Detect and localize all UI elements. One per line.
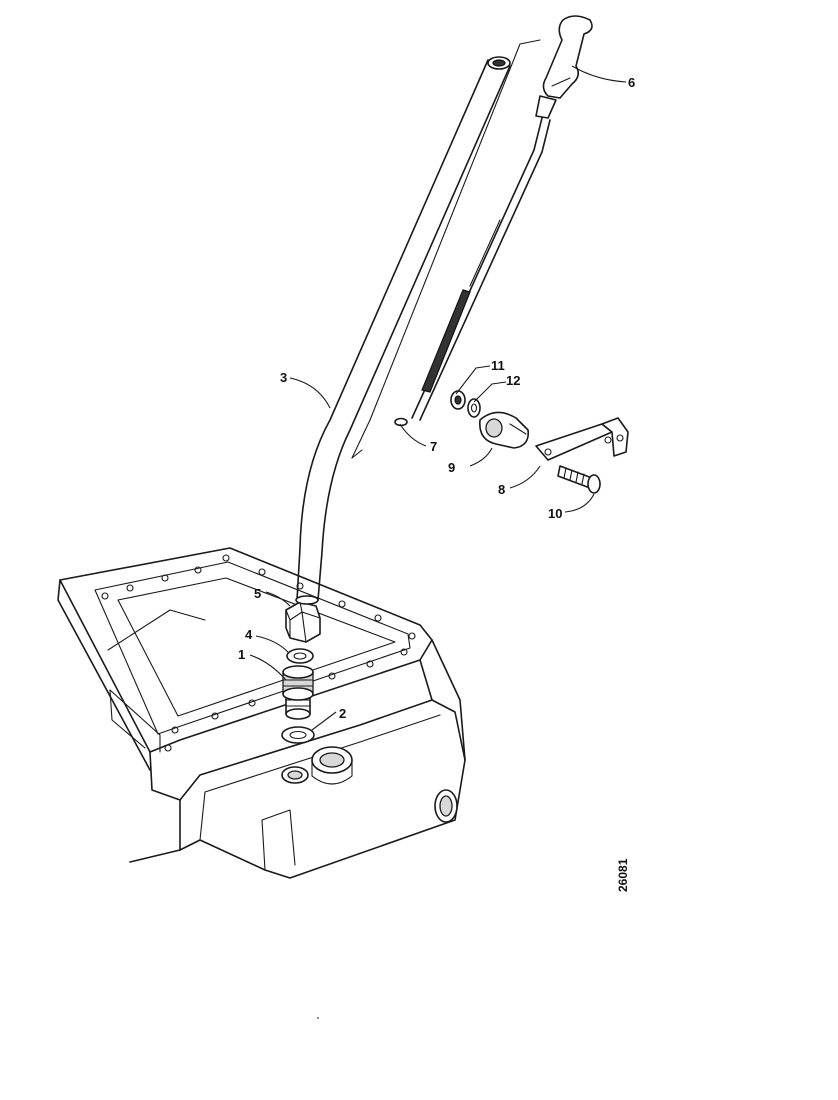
callout-2: 2 [339, 706, 346, 721]
callout-12: 12 [506, 373, 520, 388]
clamp-bracket-group [450, 390, 629, 494]
callout-3: 3 [280, 370, 287, 385]
callout-6: 6 [628, 75, 635, 90]
pipe-clamp-9 [479, 411, 530, 449]
callout-7: 7 [430, 439, 437, 454]
oil-sump-housing [57, 547, 466, 879]
callout-5: 5 [254, 586, 261, 601]
mounting-bracket-8 [535, 417, 629, 461]
dipstick-guide-tube [295, 56, 511, 605]
callout-4: 4 [245, 627, 253, 642]
adapter-stack [281, 601, 321, 744]
callout-9: 9 [448, 460, 455, 475]
nut-11 [450, 390, 466, 410]
flange-bolt-holes [101, 554, 416, 752]
threaded-adapter-1 [282, 665, 314, 720]
scan-speck [317, 1017, 319, 1019]
callout-10: 10 [548, 506, 562, 521]
threaded-ports [281, 746, 458, 823]
callout-labels: 1 2 3 4 5 6 7 8 9 10 11 12 [238, 75, 635, 721]
washer-4 [286, 648, 314, 664]
leader-lines [249, 65, 627, 731]
callout-1: 1 [238, 647, 245, 662]
bolt-10 [557, 465, 601, 494]
dipstick-6 [351, 15, 593, 459]
drawing-reference-number: 26081 [616, 858, 630, 892]
seal-ring-2 [281, 726, 315, 744]
callout-8: 8 [498, 482, 505, 497]
washer-12 [467, 398, 481, 418]
callout-11: 11 [491, 358, 505, 373]
hex-nut-5 [285, 601, 321, 643]
o-ring-7 [394, 417, 408, 427]
